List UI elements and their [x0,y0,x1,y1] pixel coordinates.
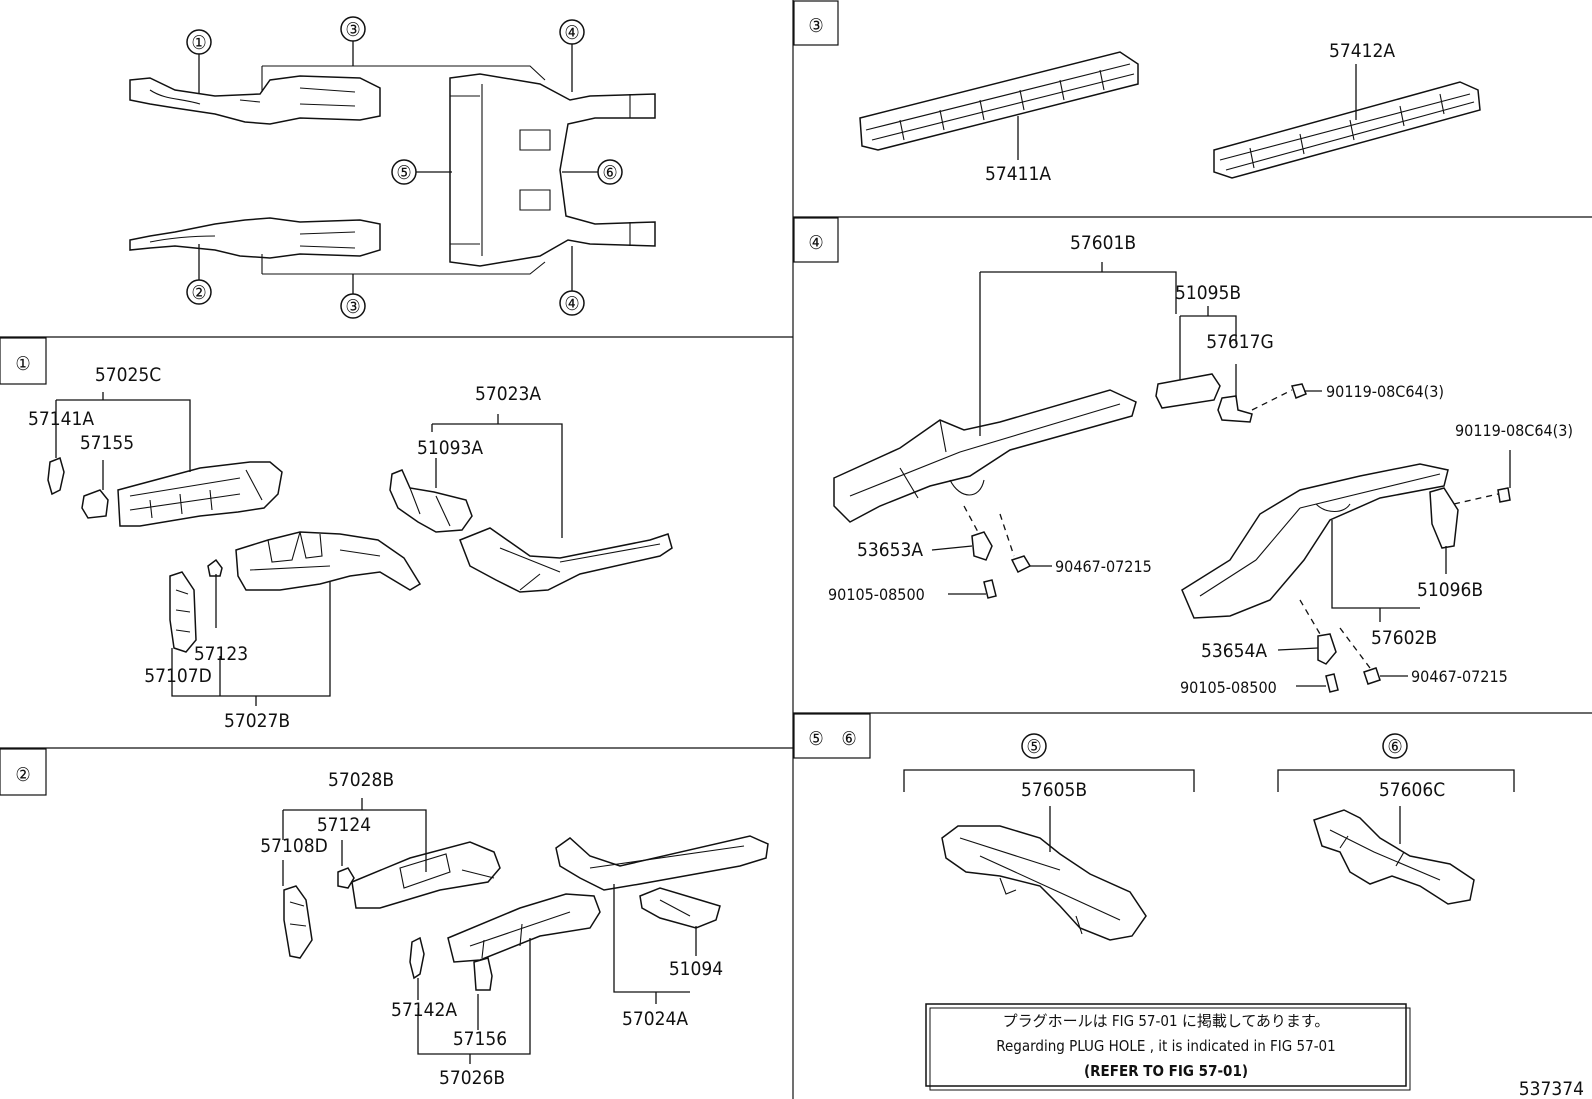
svg-text:⑤: ⑤ [808,728,823,750]
svg-text:①: ① [191,32,206,54]
section-4-drawing [833,373,1511,693]
svg-text:⑤: ⑤ [396,162,411,184]
label-57606C: 57606C [1379,779,1445,801]
section-3-drawing [859,51,1481,179]
svg-text:①: ① [15,353,30,375]
section-marker-1: ① [0,337,47,385]
label-57124: 57124 [317,814,371,836]
label-57412A: 57412A [1329,40,1395,62]
svg-text:③: ③ [808,15,823,37]
label-57026B: 57026B [439,1067,505,1089]
section-5-6-drawing [941,809,1475,941]
label-57411A: 57411A [985,163,1051,185]
label-57602B: 57602B [1371,627,1437,649]
label-57023A: 57023A [475,383,541,405]
section-5-6-labels: 57605B 57606C [1021,779,1445,801]
label-51093A: 51093A [417,437,483,459]
figure-id: 537374 [1519,1078,1584,1099]
label-57601B: 57601B [1070,232,1136,254]
svg-text:④: ④ [808,232,823,254]
svg-text:⑤: ⑤ [1026,736,1041,758]
svg-text:⑥: ⑥ [602,162,617,184]
svg-text:⑥: ⑥ [1387,736,1402,758]
label-51095B: 51095B [1175,282,1241,304]
label-57605B: 57605B [1021,779,1087,801]
label-57155: 57155 [80,432,134,454]
section-2-drawing [283,835,769,991]
section-5-6-groups: ⑤ ⑥ [903,733,1515,852]
label-57141A: 57141A [28,408,94,430]
svg-text:④: ④ [564,22,579,44]
label-57028B: 57028B [328,769,394,791]
label-57142A: 57142A [391,999,457,1021]
plug-hole-note: プラグホールは FIG 57-01 に掲載してあります。 Regarding P… [925,1003,1411,1091]
section-1-labels: 57025C 57141A 57155 57023A 51093A 57123 … [28,364,541,732]
label-51094: 51094 [669,958,723,980]
label-90105-08500-a: 90105-08500 [828,585,925,604]
label-51096B: 51096B [1417,579,1483,601]
label-90119-08C64-b: 90119-08C64(3) [1455,421,1573,440]
label-57108D: 57108D [260,835,328,857]
note-line-1: プラグホールは FIG 57-01 に掲載してあります。 [1003,1012,1330,1030]
svg-text:④: ④ [564,293,579,315]
section-marker-5-6: ⑤ ⑥ [793,713,871,759]
label-90119-08C64-a: 90119-08C64(3) [1326,382,1444,401]
label-57156: 57156 [453,1028,507,1050]
label-90105-08500-b: 90105-08500 [1180,678,1277,697]
overview-callouts: ① ② ③ ③ ④ ④ ⑤ ⑥ [186,16,623,319]
label-57024A: 57024A [622,1008,688,1030]
label-90467-07215-a: 90467-07215 [1055,557,1152,576]
section-3-leaders [1017,64,1357,160]
section-4-labels: 57601B 51095B 57617G 90119-08C64(3) 9011… [828,232,1573,697]
section-3-labels: 57412A 57411A [985,40,1395,185]
label-53653A: 53653A [857,539,923,561]
overview-frame-drawing [129,65,656,275]
label-90467-07215-b: 90467-07215 [1411,667,1508,686]
label-53654A: 53654A [1201,640,1267,662]
svg-text:③: ③ [345,296,360,318]
section-1-drawing [47,456,673,653]
label-57027B: 57027B [224,710,290,732]
label-57025C: 57025C [95,364,161,386]
section-marker-3: ③ [793,0,839,46]
section-2-labels: 57028B 57124 57108D 51094 57024A 57142A … [260,769,723,1089]
section-marker-2: ② [0,748,47,796]
svg-text:②: ② [15,764,30,786]
section-2-leaders [282,798,697,1064]
note-line-2: Regarding PLUG HOLE , it is indicated in… [996,1037,1335,1055]
section-1-leaders [55,392,563,706]
section-marker-4: ④ [793,217,839,263]
section-4-leaders [931,262,1511,687]
label-57107D: 57107D [144,665,212,687]
note-line-3: (REFER TO FIG 57-01) [1084,1062,1248,1080]
svg-text:⑥: ⑥ [841,728,856,750]
label-57123: 57123 [194,643,248,665]
svg-text:③: ③ [345,19,360,41]
label-57617G: 57617G [1206,331,1274,353]
svg-text:②: ② [191,282,206,304]
